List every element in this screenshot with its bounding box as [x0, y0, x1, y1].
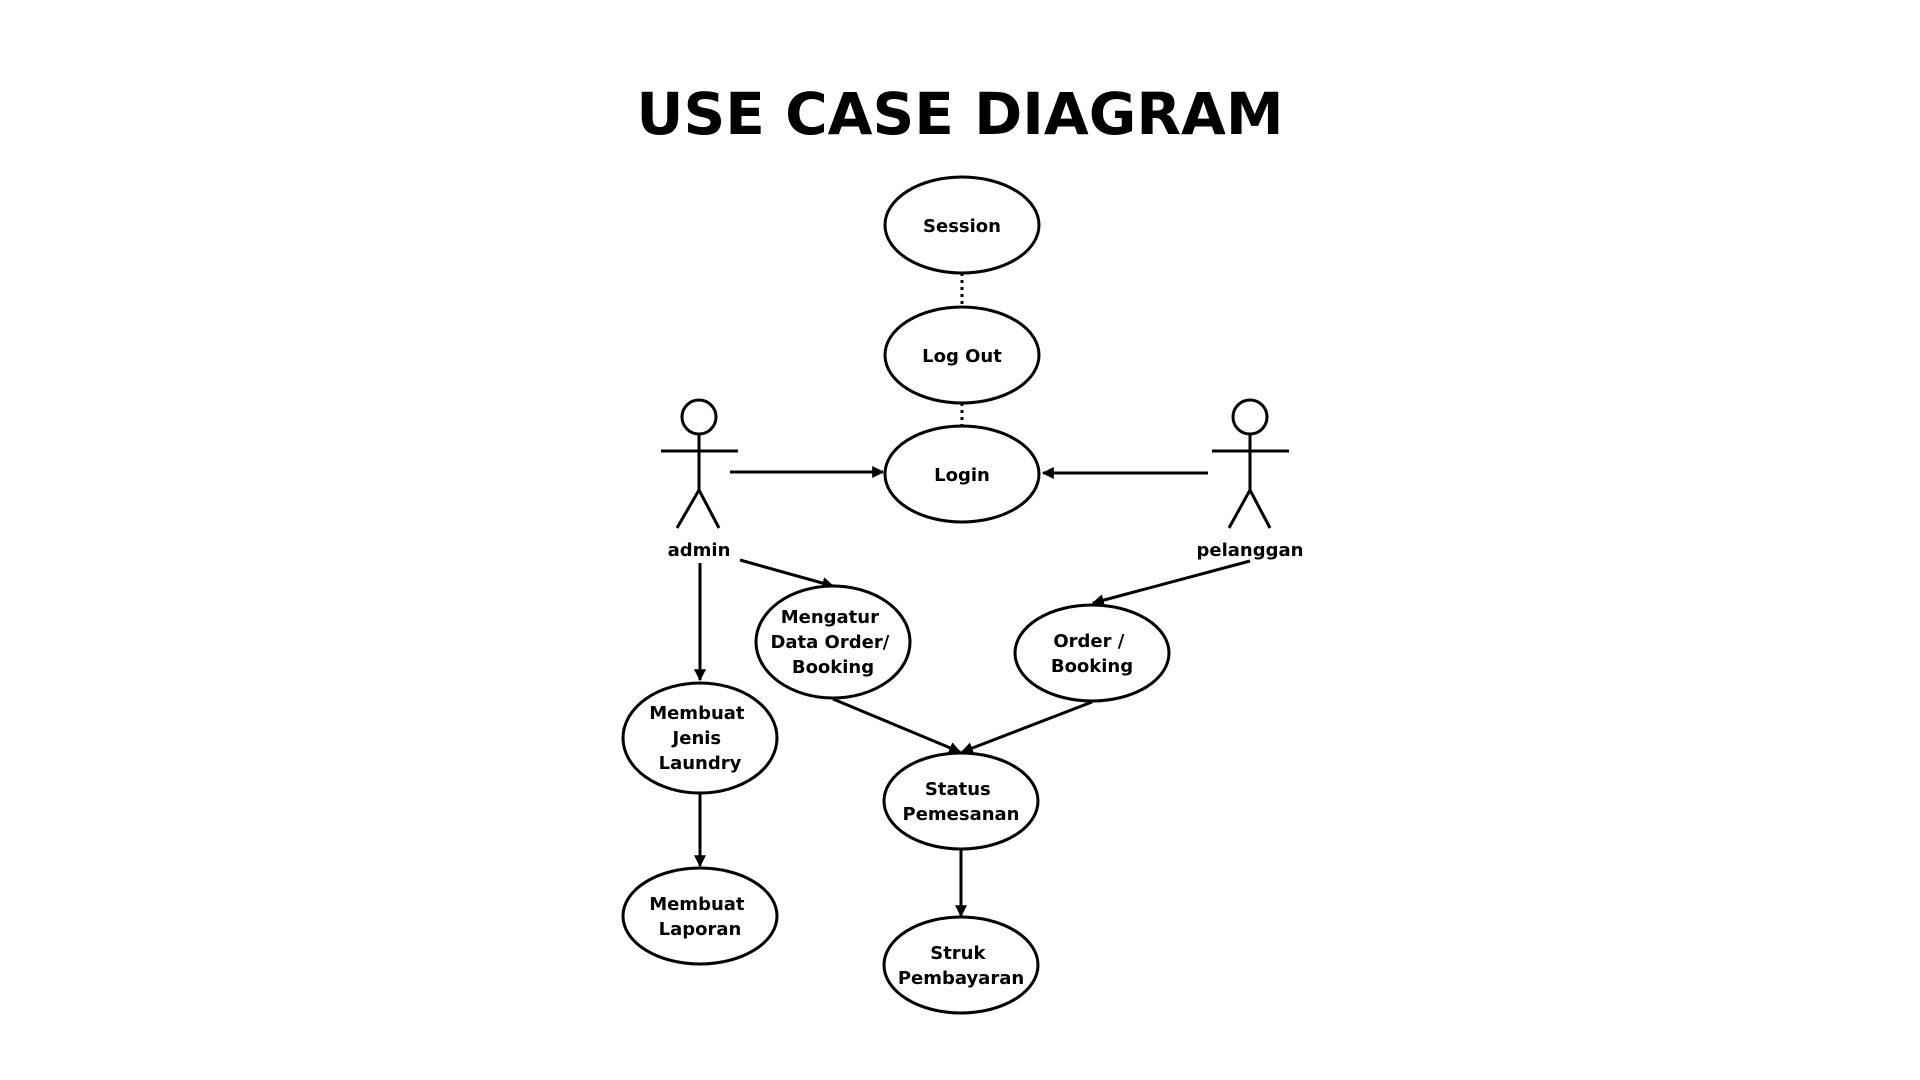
use-case-status-pemesanan: Status Pemesanan — [882, 751, 1040, 851]
actor-pelanggan-head — [1231, 398, 1269, 436]
order-status-arrow — [960, 700, 1093, 754]
use-case-membuat-laporan: Membuat Laporan — [621, 866, 779, 966]
use-case-struk-label: Struk Pembayaran — [898, 943, 1024, 989]
pelanggan-order-arrow — [1091, 559, 1251, 607]
use-case-struk-shape — [882, 915, 1040, 1015]
use-case-session-shape — [883, 175, 1041, 275]
mengatur-status-arrow — [832, 697, 962, 754]
use-case-order-shape — [1013, 603, 1171, 703]
actor-pelanggan-right-leg — [1248, 489, 1272, 529]
use-case-laporan-label: Membuat Laporan — [649, 894, 751, 940]
use-case-struk-pembayaran: Struk Pembayaran — [882, 915, 1040, 1015]
use-case-session-label: Session — [923, 216, 1001, 237]
use-case-mengatur-shape — [754, 584, 912, 700]
use-case-mengatur-data-order: Mengatur Data Order/ Booking — [754, 584, 912, 700]
actor-admin-left-leg — [675, 489, 701, 529]
use-case-logout-label: Log Out — [922, 346, 1002, 367]
actor-pelanggan-label: pelanggan — [1197, 540, 1304, 561]
actor-admin-right-leg — [697, 489, 721, 529]
use-case-login: Login — [883, 424, 1041, 524]
use-case-logout-shape — [883, 305, 1041, 405]
actor-admin-label: admin — [668, 540, 731, 561]
use-case-order-booking: Order / Booking — [1013, 603, 1171, 703]
use-case-session: Session — [883, 175, 1041, 275]
actor-admin: admin — [661, 398, 738, 561]
actor-admin-head — [680, 398, 718, 436]
use-case-order-label: Order / Booking — [1051, 631, 1133, 677]
use-case-login-label: Login — [934, 465, 990, 486]
use-case-logout: Log Out — [883, 305, 1041, 405]
use-case-mengatur-label: Mengatur Data Order/ Booking — [770, 607, 895, 678]
use-case-laporan-shape — [621, 866, 779, 966]
admin-mengatur-arrow — [739, 558, 835, 589]
actor-pelanggan: pelanggan — [1197, 398, 1304, 561]
use-case-membuat-jenis-shape — [621, 681, 779, 795]
use-case-membuat-jenis-laundry: Membuat Jenis Laundry — [621, 681, 779, 795]
use-case-status-shape — [882, 751, 1040, 851]
page-title: USE CASE DIAGRAM — [636, 80, 1284, 148]
use-case-membuat-jenis-label: Membuat Jenis Laundry — [649, 703, 751, 774]
actor-pelanggan-left-leg — [1227, 489, 1252, 529]
use-case-login-shape — [883, 424, 1041, 524]
use-case-status-label: Status Pemesanan — [903, 779, 1020, 825]
